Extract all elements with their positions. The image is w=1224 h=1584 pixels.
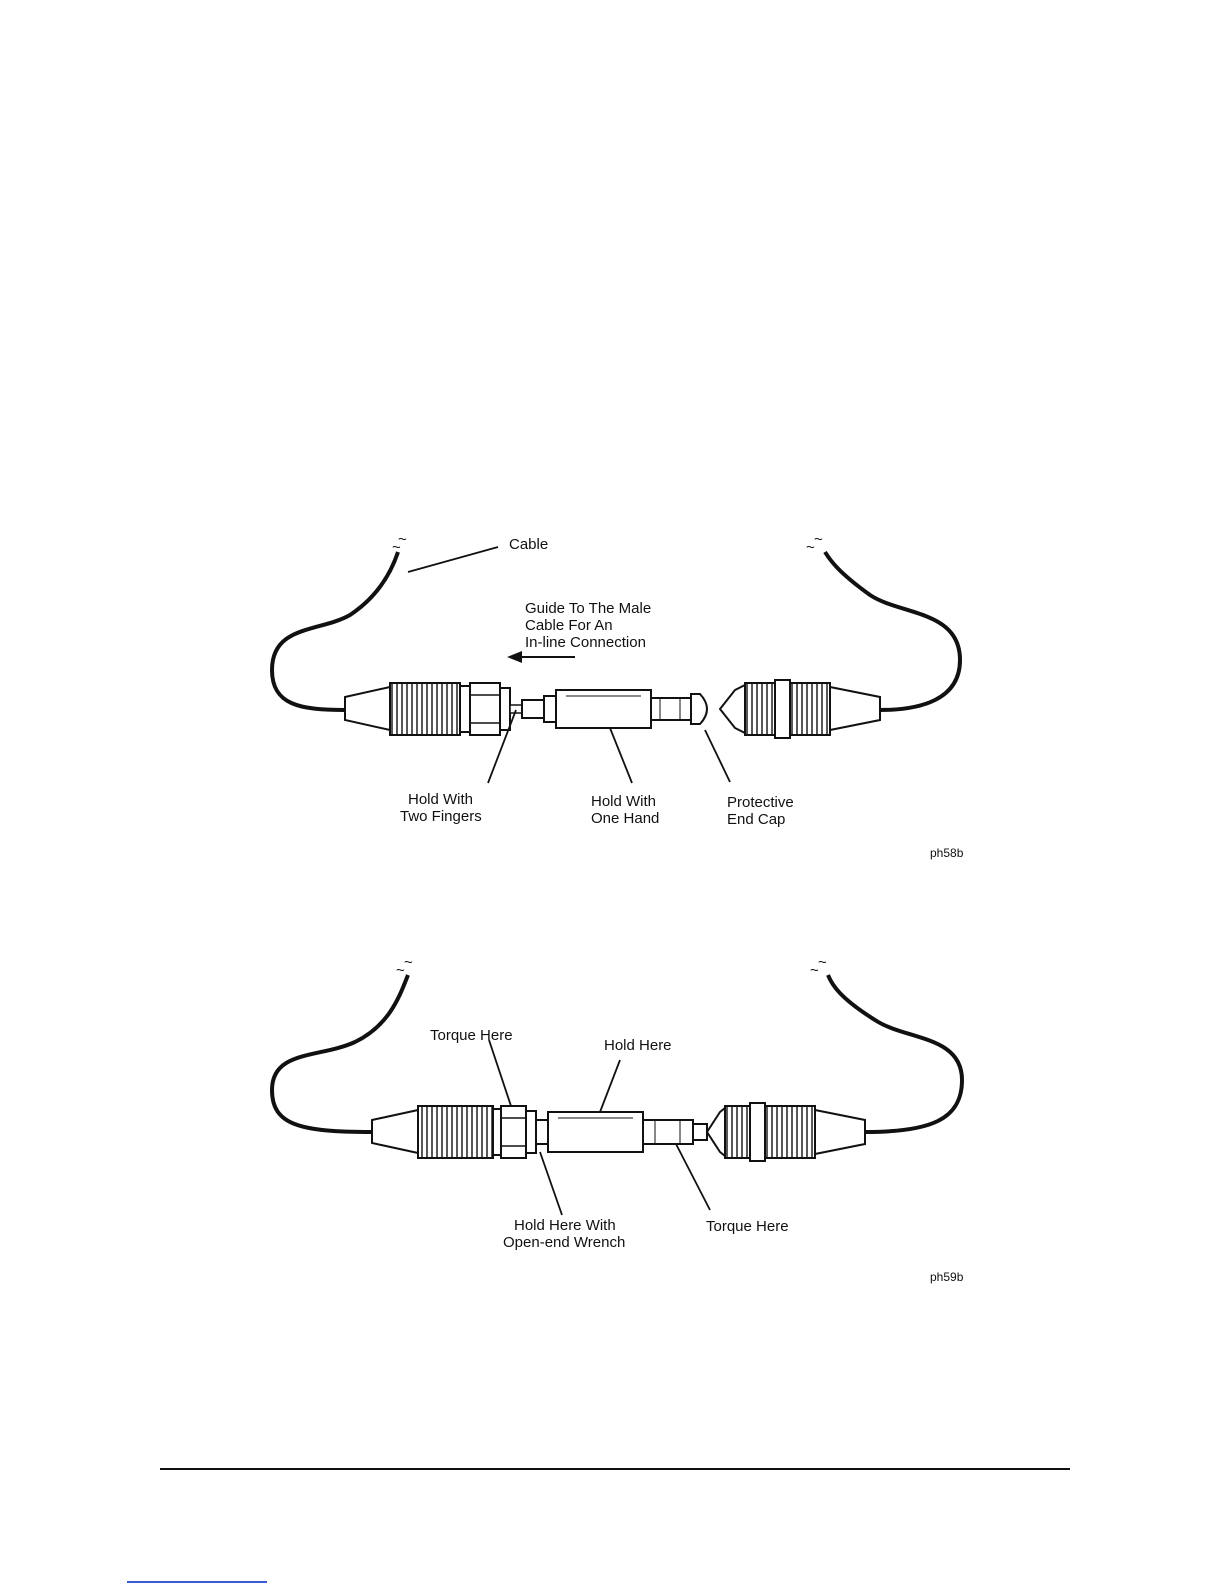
label-guide-line3: In-line Connection [525,634,646,651]
footer-rule [160,1468,1070,1470]
svg-text:~: ~ [814,531,823,548]
figure-code: ph58b [930,846,964,860]
label-two-fingers-line1: Hold With [408,791,473,808]
label-two-fingers-line2: Two Fingers [400,808,482,825]
direction-arrow [507,651,575,663]
right-female-connector [707,1103,865,1161]
adapter [548,1112,707,1152]
label-guide-line1: Guide To The Male [525,600,651,617]
figure-connector-inline-guide: ~ ~ ~ ~ [0,500,1224,900]
svg-text:~: ~ [818,954,827,971]
figure-code: ph59b [930,1270,964,1284]
right-female-connector [720,680,880,738]
leader-lines [408,547,730,783]
footer-link-underline[interactable] [127,1581,267,1583]
figure-connector-torque: ~ ~ ~ ~ T [0,920,1224,1300]
left-cable: ~ ~ [272,531,407,710]
left-cable: ~ ~ [272,954,413,1132]
left-male-connector [345,683,522,735]
label-guide-line2: Cable For An [525,617,613,634]
label-torque-right: Torque Here [706,1218,789,1235]
label-end-cap-line2: End Cap [727,811,785,828]
left-mated-connector [372,1106,548,1158]
label-wrench-line1: Hold Here With [514,1217,616,1234]
svg-text:~: ~ [404,954,413,971]
label-torque-left: Torque Here [430,1027,513,1044]
adapter [522,690,707,728]
label-cable: Cable [509,536,548,553]
right-cable: ~ ~ [810,954,962,1132]
label-one-hand-line1: Hold With [591,793,656,810]
label-end-cap-line1: Protective [727,794,794,811]
svg-text:~: ~ [398,531,407,548]
label-wrench-line2: Open-end Wrench [503,1234,625,1251]
label-one-hand-line2: One Hand [591,810,659,827]
label-hold-here: Hold Here [604,1037,672,1054]
